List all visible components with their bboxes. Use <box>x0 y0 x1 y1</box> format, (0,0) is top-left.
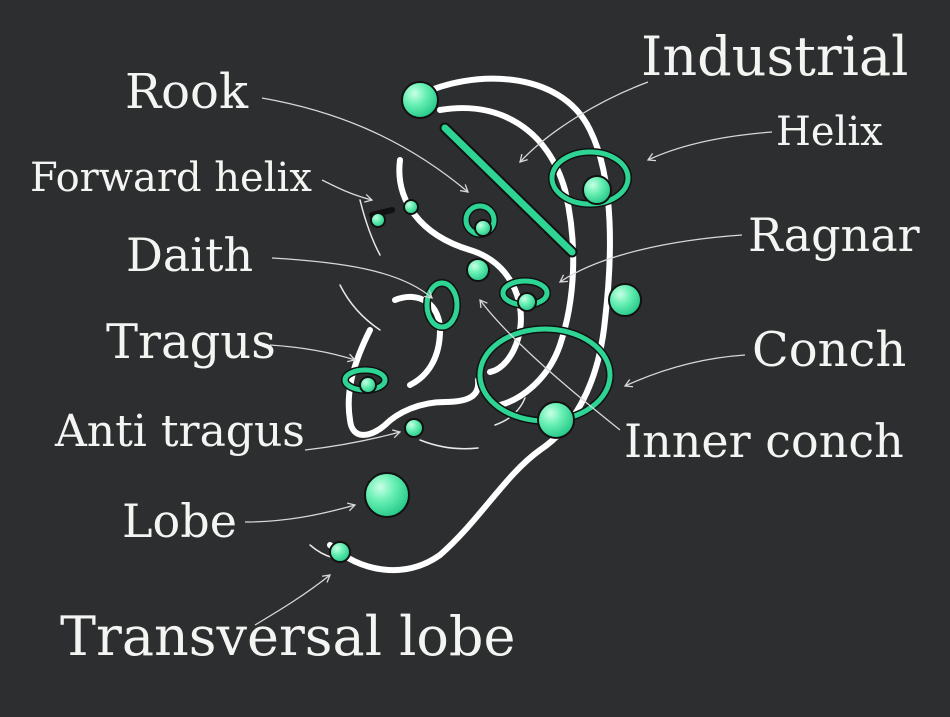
arrow-forward-helix <box>321 179 374 203</box>
label-daith: Daith <box>126 228 254 282</box>
outer-rim-bead <box>608 283 642 317</box>
label-anti-tragus: Anti tragus <box>55 406 305 457</box>
label-lobe: Lobe <box>122 494 237 548</box>
label-ragnar: Ragnar <box>748 208 920 262</box>
tragus-bead <box>359 376 377 394</box>
ear-outline <box>309 75 613 574</box>
arrow-inner-conch <box>479 298 621 431</box>
inner-fold-4 <box>359 199 381 256</box>
arrow-conch <box>623 354 746 388</box>
anti-tragus-bead <box>404 418 424 438</box>
label-tragus: Tragus <box>106 314 276 370</box>
jewelry <box>329 81 642 563</box>
label-industrial: Industrial <box>641 25 909 88</box>
helix-ring <box>549 149 631 207</box>
transversal-lobe-bead <box>329 541 351 563</box>
concha-bowl <box>392 293 443 388</box>
daith-bead <box>466 258 490 282</box>
label-conch: Conch <box>752 322 907 378</box>
arrow-ragnar <box>558 234 743 283</box>
arrow-lobe <box>244 502 357 523</box>
label-helix: Helix <box>776 109 883 155</box>
industrial-bar <box>441 124 576 256</box>
arrow-industrial <box>519 81 649 163</box>
label-transversal-lobe: Transversal lobe <box>60 605 516 668</box>
arrow-tragus <box>269 344 357 363</box>
pointer-arrows <box>244 81 773 626</box>
daith-ring <box>424 280 460 330</box>
ragnar-bead <box>517 292 537 312</box>
label-forward-helix: Forward helix <box>30 155 312 201</box>
rook-bead <box>474 219 492 237</box>
helix-rim <box>327 75 613 574</box>
label-inner-conch: Inner conch <box>624 414 904 468</box>
arrow-rook <box>261 97 470 193</box>
forward-helix-bead-1 <box>370 212 386 228</box>
inner-fold-2 <box>419 439 479 450</box>
rook-top-bead <box>401 81 439 119</box>
helix-bead <box>582 175 612 205</box>
inner-conch-bead <box>537 401 575 439</box>
arrow-anti-tragus <box>304 429 402 451</box>
inner-fold-1 <box>339 284 381 331</box>
arrow-helix <box>646 131 773 162</box>
forward-helix-bead-2 <box>403 199 419 215</box>
lobe-bead <box>364 472 410 518</box>
arrow-transversal-lobe <box>254 574 332 626</box>
arrow-daith <box>271 257 433 299</box>
label-rook: Rook <box>125 64 249 120</box>
